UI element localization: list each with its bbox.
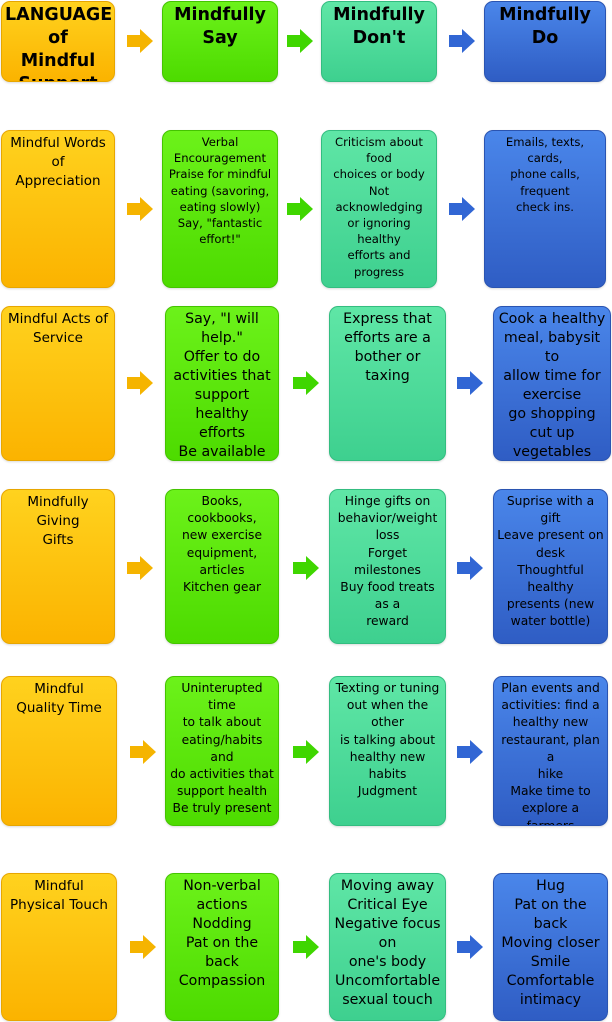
arrow-right-icon: [457, 740, 483, 764]
arrow-right-icon: [130, 935, 156, 959]
row-label-acts-of-service: Mindful Acts of Service: [1, 306, 115, 461]
say-words-of-appreciation: Verbal Encouragement Praise for mindful …: [162, 130, 278, 288]
do-words-of-appreciation: Emails, texts, cards, phone calls, frequ…: [484, 130, 606, 288]
arrow-right-icon: [287, 197, 313, 221]
do-quality-time: Plan events and activities: find a healt…: [493, 676, 608, 826]
arrow-right-icon: [449, 197, 475, 221]
arrow-right-icon: [127, 29, 153, 53]
arrow-right-icon: [293, 556, 319, 580]
arrow-right-icon: [127, 371, 153, 395]
dont-physical-touch: Moving away Critical Eye Negative focus …: [329, 873, 446, 1021]
say-acts-of-service: Say, "I will help." Offer to do activiti…: [165, 306, 279, 461]
row-label-giving-gifts: Mindfully Giving Gifts: [1, 489, 115, 644]
arrow-right-icon: [127, 556, 153, 580]
arrow-right-icon: [127, 197, 153, 221]
header-mindfully-do: Mindfully Do: [484, 1, 606, 82]
say-physical-touch: Non-verbal actions Nodding Pat on the ba…: [165, 873, 279, 1021]
header-language-of-mindful-support: LANGUAGE of Mindful Support: [1, 1, 115, 82]
arrow-right-icon: [293, 371, 319, 395]
header-mindfully-say: Mindfully Say: [162, 1, 278, 82]
do-physical-touch: Hug Pat on the back Moving closer Smile …: [493, 873, 608, 1021]
arrow-right-icon: [287, 29, 313, 53]
do-giving-gifts: Suprise with a gift Leave present on des…: [493, 489, 608, 644]
arrow-right-icon: [449, 29, 475, 53]
arrow-right-icon: [293, 935, 319, 959]
arrow-right-icon: [293, 740, 319, 764]
arrow-right-icon: [457, 935, 483, 959]
arrow-right-icon: [457, 371, 483, 395]
arrow-right-icon: [130, 740, 156, 764]
dont-giving-gifts: Hinge gifts on behavior/weight loss Forg…: [329, 489, 446, 644]
say-quality-time: Uninterupted time to talk about eating/h…: [165, 676, 279, 826]
row-label-words-of-appreciation: Mindful Words of Appreciation: [1, 130, 115, 288]
dont-acts-of-service: Express that efforts are a bother or tax…: [329, 306, 446, 461]
row-label-physical-touch: Mindful Physical Touch: [1, 873, 117, 1021]
dont-quality-time: Texting or tuning out when the other is …: [329, 676, 446, 826]
arrow-right-icon: [457, 556, 483, 580]
say-giving-gifts: Books, cookbooks, new exercise equipment…: [165, 489, 279, 644]
row-label-quality-time: Mindful Quality Time: [1, 676, 117, 826]
do-acts-of-service: Cook a healthy meal, babysit to allow ti…: [493, 306, 611, 461]
dont-words-of-appreciation: Criticism about food choices or body Not…: [321, 130, 437, 288]
header-mindfully-dont: Mindfully Don't: [321, 1, 437, 82]
